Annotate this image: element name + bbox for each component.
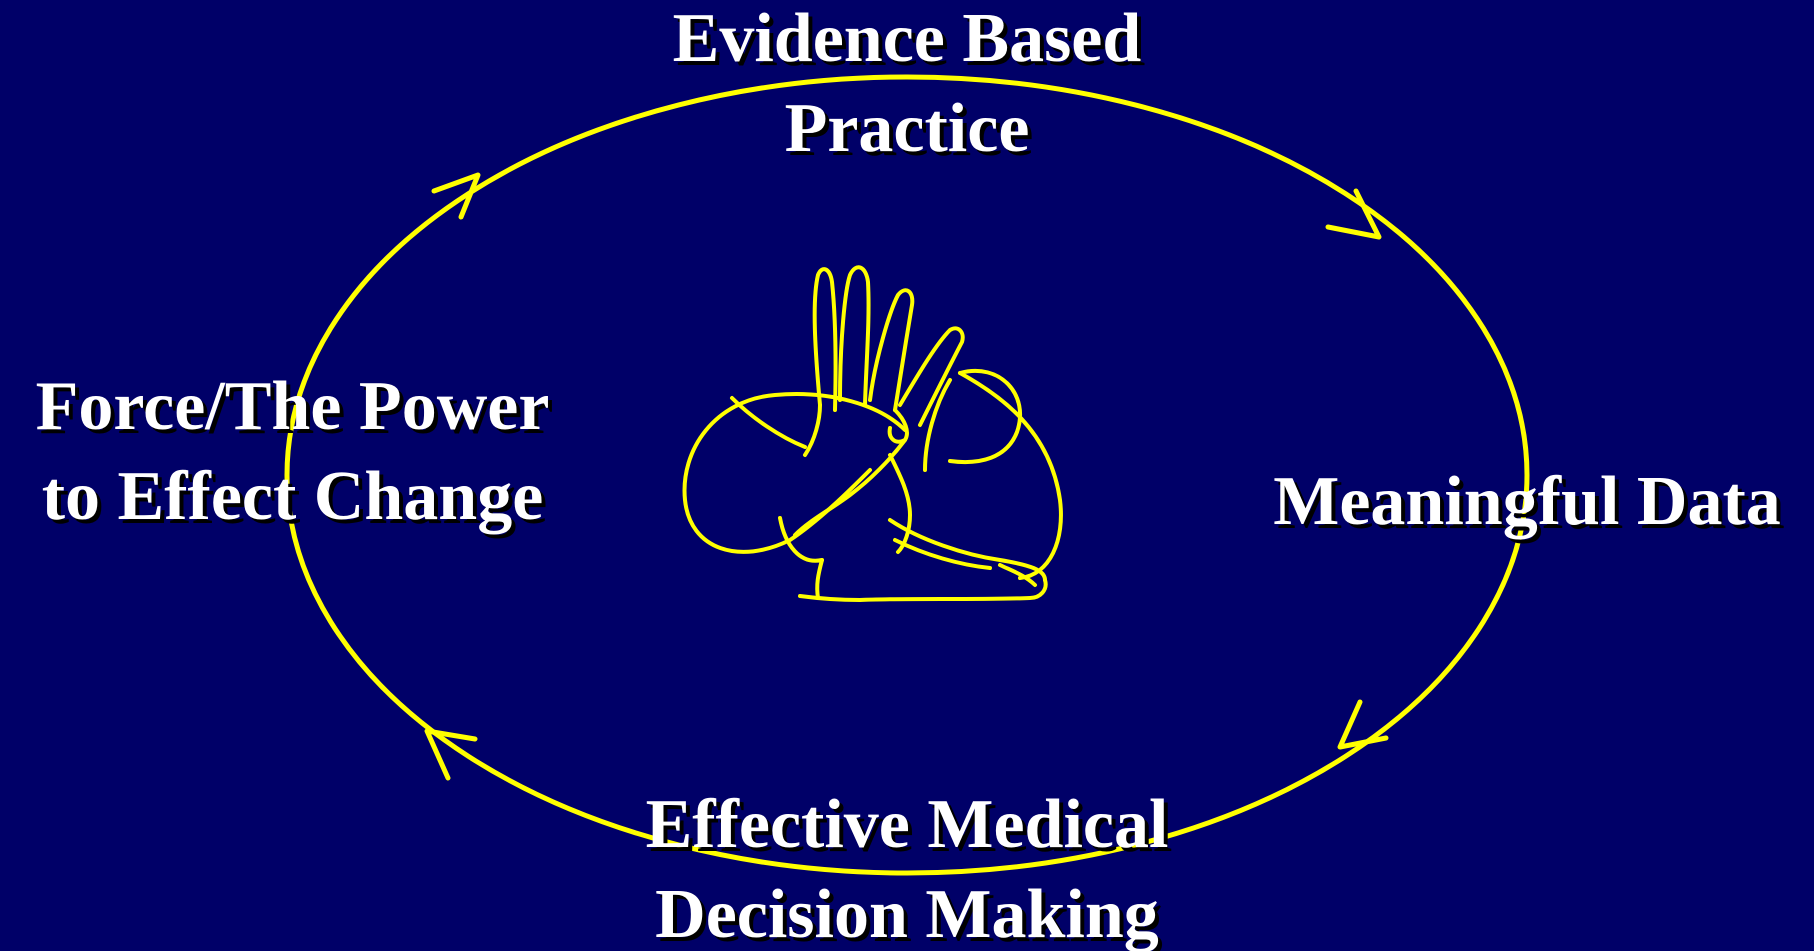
- node-left-line2: to Effect Change: [41, 458, 544, 535]
- node-evidence-based-practice: Evidence Based Practice: [0, 0, 1814, 174]
- node-right-line1: Meaningful Data: [1273, 463, 1781, 540]
- node-bottom-line2: Decision Making: [655, 876, 1159, 951]
- node-meaningful-data: Meaningful Data: [1240, 457, 1814, 547]
- arrow-top-left-icon: [431, 172, 481, 220]
- node-top-line2: Practice: [784, 90, 1030, 167]
- node-effective-medical-decision-making: Effective Medical Decision Making: [0, 780, 1814, 951]
- arrow-bottom-left-icon: [424, 728, 478, 781]
- cycle-ellipse: [284, 74, 1530, 876]
- node-force-power-to-effect-change: Force/The Power to Effect Change: [0, 362, 585, 542]
- node-top-line1: Evidence Based: [672, 0, 1142, 77]
- arrow-bottom-right-icon: [1337, 699, 1389, 750]
- hand-icon: [682, 265, 1063, 602]
- arrow-top-right-icon: [1325, 188, 1382, 240]
- node-bottom-line1: Effective Medical: [645, 786, 1169, 863]
- node-left-line1: Force/The Power: [35, 368, 550, 445]
